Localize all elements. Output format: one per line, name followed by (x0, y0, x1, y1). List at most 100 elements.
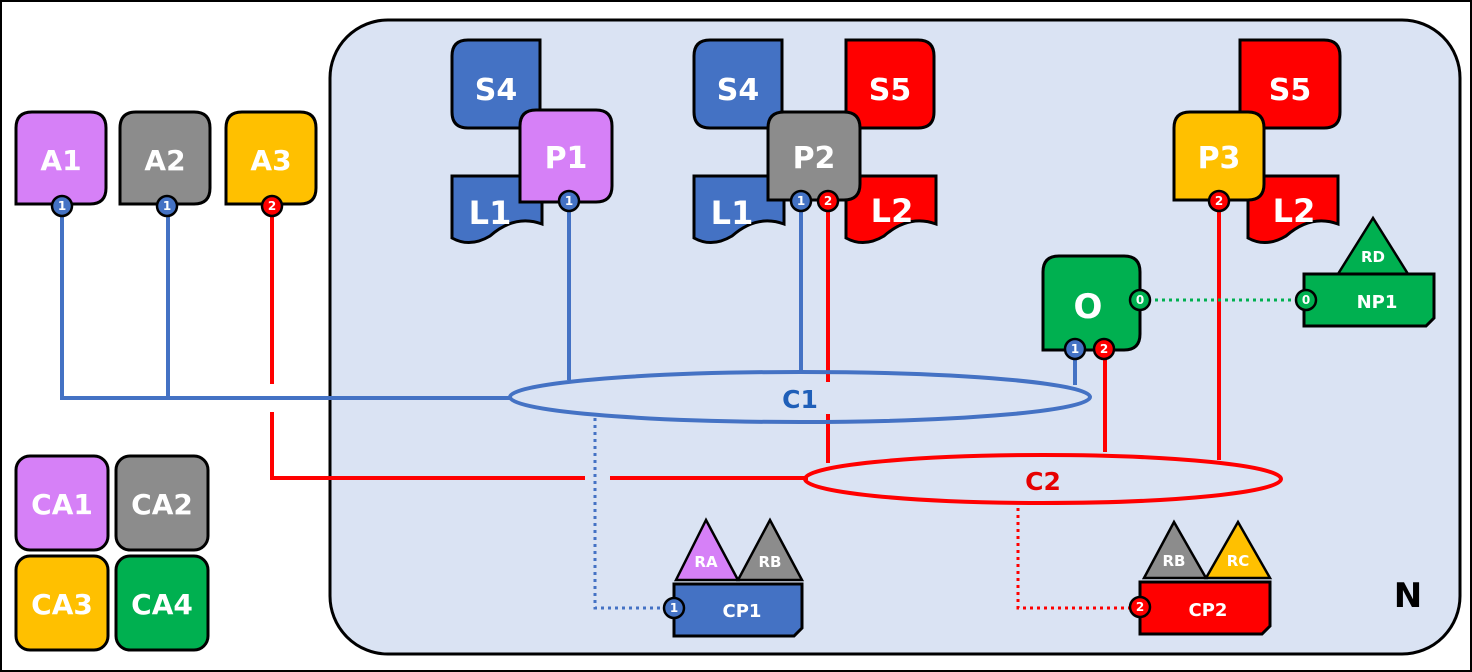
orderer-box[interactable] (1041, 254, 1142, 352)
role-ra-label: RA (694, 553, 718, 571)
role-rb-cp1 (735, 517, 805, 582)
ledger-l2-p2-label: L2 (871, 192, 914, 230)
policy-np1-label: NP1 (1357, 292, 1398, 313)
peer-p3-port-label: 2 (1215, 194, 1223, 208)
policy-cp1-box[interactable] (672, 582, 804, 638)
line-c2-cp2 (1016, 508, 1133, 610)
policy-cp2-port-label: 2 (1136, 600, 1144, 614)
peer-p1-port[interactable] (557, 189, 581, 213)
peer-p2-label: P2 (793, 141, 836, 176)
orderer-port-0-label: 0 (1136, 293, 1144, 307)
peer-p2-port-1[interactable] (789, 189, 813, 213)
ca-ca3[interactable]: CA3 (14, 554, 110, 652)
policy-cp1[interactable]: RA RB CP1 1 (662, 517, 805, 638)
ca-ca4[interactable]: CA4 (114, 554, 210, 652)
ledger-l1-p2[interactable] (692, 174, 786, 244)
role-rc (1203, 519, 1273, 580)
peer-p2-box[interactable] (766, 110, 862, 202)
peer-group-p3: S5 L2 P3 2 (1172, 38, 1342, 244)
policy-cp1-port-label: 1 (670, 601, 678, 615)
policy-np1-box[interactable] (1302, 272, 1436, 328)
ledger-l2-p3-label: L2 (1273, 192, 1316, 230)
channel-c2[interactable]: C2 (803, 453, 1283, 505)
role-rb-cp2-label: RB (1163, 552, 1186, 570)
ca-ca2-label: CA2 (131, 488, 193, 521)
ca-ca2[interactable]: CA2 (114, 454, 210, 552)
storage-s4-p2-label: S4 (717, 73, 759, 108)
storage-s5-p3-label: S5 (1269, 73, 1311, 108)
app-a3-port-label: 2 (268, 199, 276, 213)
app-a2-label: A2 (144, 144, 185, 177)
channel-c1-label: C1 (782, 385, 818, 414)
app-a2-box[interactable] (118, 110, 212, 206)
peer-p1-box[interactable] (518, 108, 614, 204)
ledger-l2-p3[interactable] (1246, 174, 1340, 244)
channel-c1[interactable]: C1 (508, 370, 1092, 424)
storage-s4-p1-label: S4 (475, 73, 517, 108)
ca-ca2-box[interactable] (114, 454, 210, 552)
app-a1-box[interactable] (14, 110, 108, 206)
orderer-port-0[interactable] (1128, 288, 1152, 312)
app-a2[interactable]: A2 1 (118, 110, 212, 218)
policy-cp2-box[interactable] (1138, 580, 1272, 636)
role-rb-cp1-label: RB (759, 553, 782, 571)
ca-ca3-label: CA3 (31, 588, 93, 621)
orderer[interactable]: O 0 1 2 (1041, 254, 1152, 361)
app-a2-port-label: 1 (163, 199, 171, 213)
ca-ca4-label: CA4 (131, 588, 193, 621)
role-rc-label: RC (1227, 552, 1250, 570)
line-a3-down-2 (270, 412, 585, 480)
network-label: N (1394, 576, 1422, 616)
peer-p1-port-label: 1 (565, 194, 573, 208)
app-a3-box[interactable] (224, 110, 318, 206)
peer-group-p2: S4 S5 L1 L2 P2 1 2 (692, 38, 938, 244)
app-a3-port[interactable] (260, 194, 284, 218)
ca-ca1[interactable]: CA1 (14, 454, 110, 552)
ca-ca3-box[interactable] (14, 554, 110, 652)
app-a3-label: A3 (250, 144, 291, 177)
policy-cp1-label: CP1 (723, 601, 762, 622)
app-a2-port[interactable] (155, 194, 179, 218)
policy-cp2[interactable]: RB RC CP2 2 (1128, 519, 1273, 636)
app-a1-label: A1 (40, 144, 81, 177)
app-a1-port-label: 1 (58, 199, 66, 213)
policy-cp2-port[interactable] (1128, 595, 1152, 619)
policy-np1[interactable]: RD NP1 0 (1294, 215, 1436, 328)
orderer-port-2-label: 2 (1100, 342, 1108, 356)
channel-c1-ring[interactable] (508, 370, 1092, 424)
peer-p3-label: P3 (1198, 141, 1241, 176)
peer-p2-port-1-label: 1 (797, 194, 805, 208)
ca-ca1-box[interactable] (14, 454, 110, 552)
line-a1-c1 (60, 214, 512, 400)
orderer-port-2[interactable] (1092, 337, 1116, 361)
peer-p1-label: P1 (545, 141, 588, 176)
line-c1-cp1 (593, 418, 668, 610)
peer-group-p1: S4 L1 P1 1 (450, 38, 614, 244)
peer-p2-port-2[interactable] (816, 189, 840, 213)
orderer-label: O (1074, 287, 1103, 327)
connections (60, 208, 1298, 610)
role-rb-cp2 (1141, 519, 1209, 580)
app-a3[interactable]: A3 2 (224, 110, 318, 218)
app-a1-port[interactable] (50, 194, 74, 218)
ca-ca1-label: CA1 (31, 488, 93, 521)
policy-cp1-port[interactable] (662, 596, 686, 620)
policy-np1-port[interactable] (1294, 288, 1318, 312)
ca-ca4-box[interactable] (114, 554, 210, 652)
ledger-l1-p2-label: L1 (711, 194, 754, 232)
ledger-l1-p1-label: L1 (469, 194, 512, 232)
policy-cp2-label: CP2 (1189, 600, 1228, 621)
peer-p3-port[interactable] (1207, 189, 1231, 213)
policy-np1-port-label: 0 (1302, 293, 1310, 307)
peer-p2-port-2-label: 2 (824, 194, 832, 208)
orderer-port-1-label: 1 (1071, 342, 1079, 356)
channel-c2-label: C2 (1025, 467, 1061, 496)
orderer-port-1[interactable] (1063, 337, 1087, 361)
channel-c2-ring[interactable] (803, 453, 1283, 505)
role-rd-label: RD (1361, 248, 1385, 266)
ledger-l2-p2[interactable] (844, 174, 938, 244)
role-ra (673, 517, 741, 582)
peer-p3-box[interactable] (1172, 110, 1266, 202)
app-a1[interactable]: A1 1 (14, 110, 108, 218)
